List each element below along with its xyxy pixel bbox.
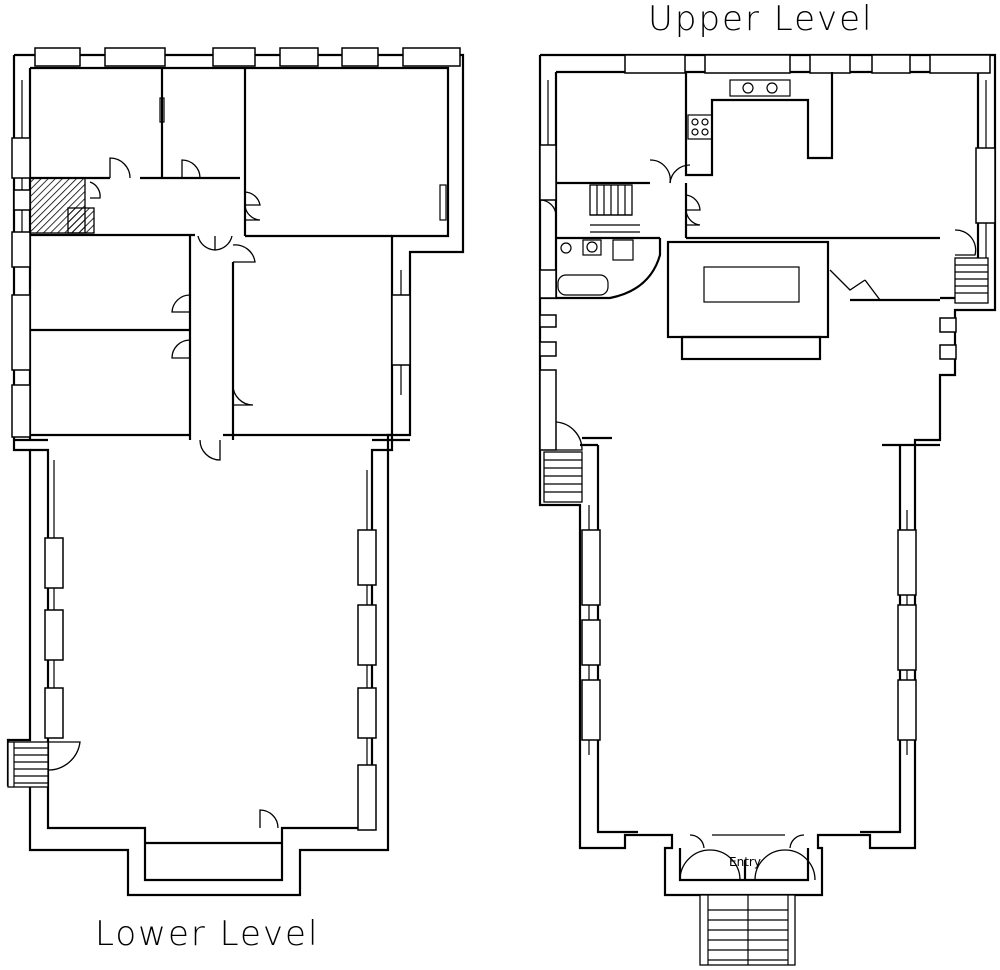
lower-interior-walls — [30, 68, 447, 440]
upper-level-title: Upper Level — [648, 0, 874, 39]
upper-kitchen — [684, 72, 834, 177]
upper-entry-doors — [679, 834, 816, 881]
upper-interior-walls — [539, 159, 977, 361]
upper-stairs — [543, 257, 989, 966]
lower-hatched-block — [13, 177, 95, 234]
lower-windows — [11, 47, 461, 831]
upper-level-plan — [538, 53, 997, 966]
lower-doors — [89, 157, 279, 829]
lower-exterior-stair — [7, 741, 81, 788]
entry-label: Entry — [729, 855, 761, 869]
lower-level-title: Lower Level — [95, 914, 319, 954]
upper-exterior-walls — [538, 53, 997, 897]
upper-windows — [539, 54, 996, 755]
lower-level-plan — [6, 47, 465, 897]
